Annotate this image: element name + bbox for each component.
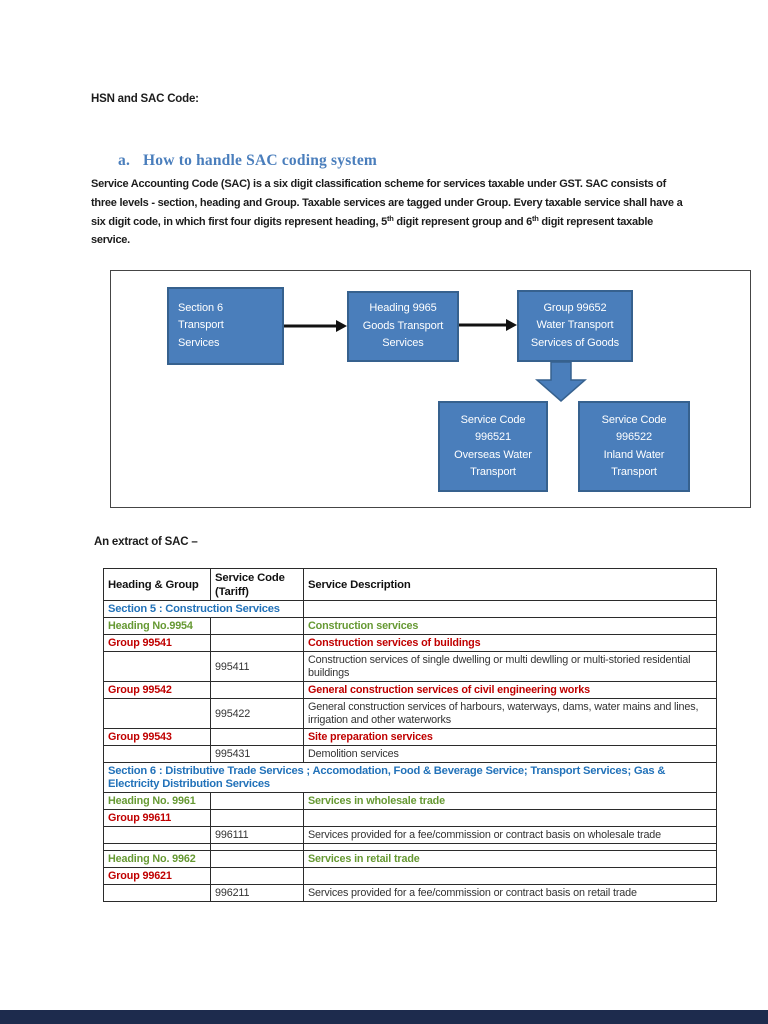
superscript: th: [532, 213, 539, 223]
table-cell: [103, 884, 211, 902]
table-row: Group 99542 General construction services…: [103, 681, 717, 699]
table-cell: 995411: [210, 651, 304, 682]
superscript: th: [386, 213, 394, 223]
table-cell: [210, 634, 304, 652]
table-cell: [210, 867, 304, 885]
table-cell: [303, 809, 717, 827]
table-cell: [303, 867, 717, 885]
table-cell: 995431: [210, 745, 304, 763]
table-cell: Services provided for a fee/commission o…: [303, 884, 717, 902]
table-cell: Construction services of single dwelling…: [303, 651, 717, 682]
table-cell: Construction services of buildings: [303, 634, 717, 652]
table-cell: [103, 698, 211, 729]
table-cell: Group 99541: [103, 634, 211, 652]
table-cell: General construction services of civil e…: [303, 681, 717, 699]
table-cell: Construction services: [303, 617, 717, 635]
table-cell: Services in retail trade: [303, 850, 717, 868]
table-cell: Heading No.9954: [103, 617, 211, 635]
table-cell: Section 5 : Construction Services: [103, 600, 304, 618]
table-cell: 996111: [210, 826, 304, 844]
table-cell: Demolition services: [303, 745, 717, 763]
document-title: HSN and SAC Code:: [91, 93, 199, 105]
table-header-cell: Service Description: [303, 568, 717, 601]
table-row: [103, 843, 717, 851]
table-cell: [303, 843, 717, 851]
table-cell: [210, 843, 304, 851]
table-cell: Group 99611: [103, 809, 211, 827]
table-cell: Group 99621: [103, 867, 211, 885]
table-cell: Heading No. 9961: [103, 792, 211, 810]
table-row: Group 99621: [103, 867, 717, 885]
table-row: Heading No. 9961 Services in wholesale tr…: [103, 792, 717, 810]
table-cell: [103, 843, 211, 851]
table-cell: [103, 651, 211, 682]
table-cell: Heading No. 9962: [103, 850, 211, 868]
table-cell: Group 99542: [103, 681, 211, 699]
table-cell: Services in wholesale trade: [303, 792, 717, 810]
table-cell: [303, 600, 717, 618]
table-cell: 995422: [210, 698, 304, 729]
table-header-cell: Heading & Group: [103, 568, 211, 601]
table-cell: General construction services of harbour…: [303, 698, 717, 729]
extract-label: An extract of SAC –: [94, 536, 198, 548]
table-cell: [210, 681, 304, 699]
table-cell: [210, 809, 304, 827]
viewer-footer-bar: [0, 1010, 768, 1024]
table-row: Group 99611: [103, 809, 717, 827]
section-heading: a. How to handle SAC coding system: [118, 152, 377, 170]
table-row: Group 99541 Construction services of buil…: [103, 634, 717, 652]
table-row: Section 5 : Construction Services: [103, 600, 717, 618]
table-row: Heading No. 9962 Services in retail trade: [103, 850, 717, 868]
table-cell: Site preparation services: [303, 728, 717, 746]
section-heading-number: a.: [118, 152, 131, 169]
table-cell: [103, 745, 211, 763]
table-cell: [210, 728, 304, 746]
table-cell: [210, 792, 304, 810]
intro-paragraph: Service Accounting Code (SAC) is a six d…: [91, 178, 683, 247]
table-row: Heading No.9954 Construction services: [103, 617, 717, 635]
table-cell: Group 99543: [103, 728, 211, 746]
right-arrow-icon: [284, 319, 347, 338]
down-arrow-icon: [535, 361, 587, 407]
table-cell: 996211: [210, 884, 304, 902]
table-cell: [210, 617, 304, 635]
table-cell: [210, 850, 304, 868]
table-cell: Section 6 : Distributive Trade Services …: [103, 762, 717, 793]
table-cell: [103, 826, 211, 844]
table-cell: Services provided for a fee/commission o…: [303, 826, 717, 844]
right-arrow-icon: [459, 318, 517, 337]
section-heading-text: How to handle SAC coding system: [143, 152, 378, 169]
table-row: Section 6 : Distributive Trade Services …: [103, 762, 717, 793]
table-row: Group 99543 Site preparation services: [103, 728, 717, 746]
table-header-cell: Service Code (Tariff): [210, 568, 304, 601]
